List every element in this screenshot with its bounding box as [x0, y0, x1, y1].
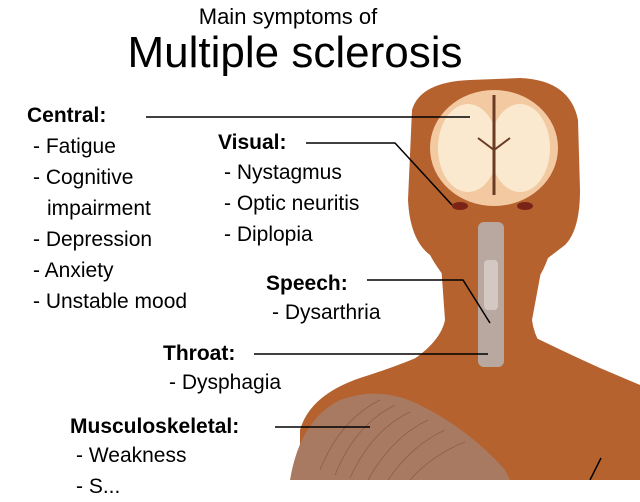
- central-label: Central:: [27, 104, 107, 127]
- speech-label: Speech:: [266, 272, 348, 295]
- right-eye: [517, 202, 533, 210]
- speech-group: Speech: - Dysarthria: [266, 271, 381, 328]
- shoulder-muscle: [290, 393, 510, 480]
- central-item: - Cognitive: [33, 166, 134, 189]
- brain-section: [430, 90, 558, 206]
- larynx-detail: [484, 260, 498, 310]
- visual-item: - Nystagmus: [224, 161, 342, 184]
- central-item: - Anxiety: [33, 259, 114, 282]
- diagram-title: Multiple sclerosis: [127, 28, 463, 77]
- musculoskeletal-item: - S...: [76, 475, 121, 498]
- musculoskeletal-item: - Weakness: [76, 444, 187, 467]
- muscle-fibers: [319, 399, 466, 480]
- visual-group: Visual: - Nystagmus - Optic neuritis - D…: [218, 130, 359, 250]
- central-item: - Fatigue: [33, 135, 116, 158]
- body-illustration: [146, 78, 640, 480]
- throat-item: - Dysphagia: [169, 371, 282, 394]
- visual-label: Visual:: [218, 131, 287, 154]
- diagram-subtitle: Main symptoms of: [198, 4, 378, 29]
- left-eye: [452, 202, 468, 210]
- visual-item: - Diplopia: [224, 223, 313, 246]
- musculoskeletal-group: Musculoskeletal: - Weakness - S...: [70, 414, 239, 502]
- central-group: Central: - Fatigue - Cognitive impairmen…: [27, 103, 187, 317]
- throat-group: Throat: - Dysphagia: [163, 341, 281, 398]
- leader-lines: [146, 116, 602, 480]
- musculoskeletal-label: Musculoskeletal:: [70, 415, 240, 438]
- visual-item: - Optic neuritis: [224, 192, 360, 215]
- central-item: impairment: [47, 197, 151, 220]
- central-item: - Unstable mood: [33, 290, 188, 313]
- speech-item: - Dysarthria: [272, 301, 381, 324]
- throat-label: Throat:: [163, 342, 236, 365]
- central-item: - Depression: [33, 228, 153, 251]
